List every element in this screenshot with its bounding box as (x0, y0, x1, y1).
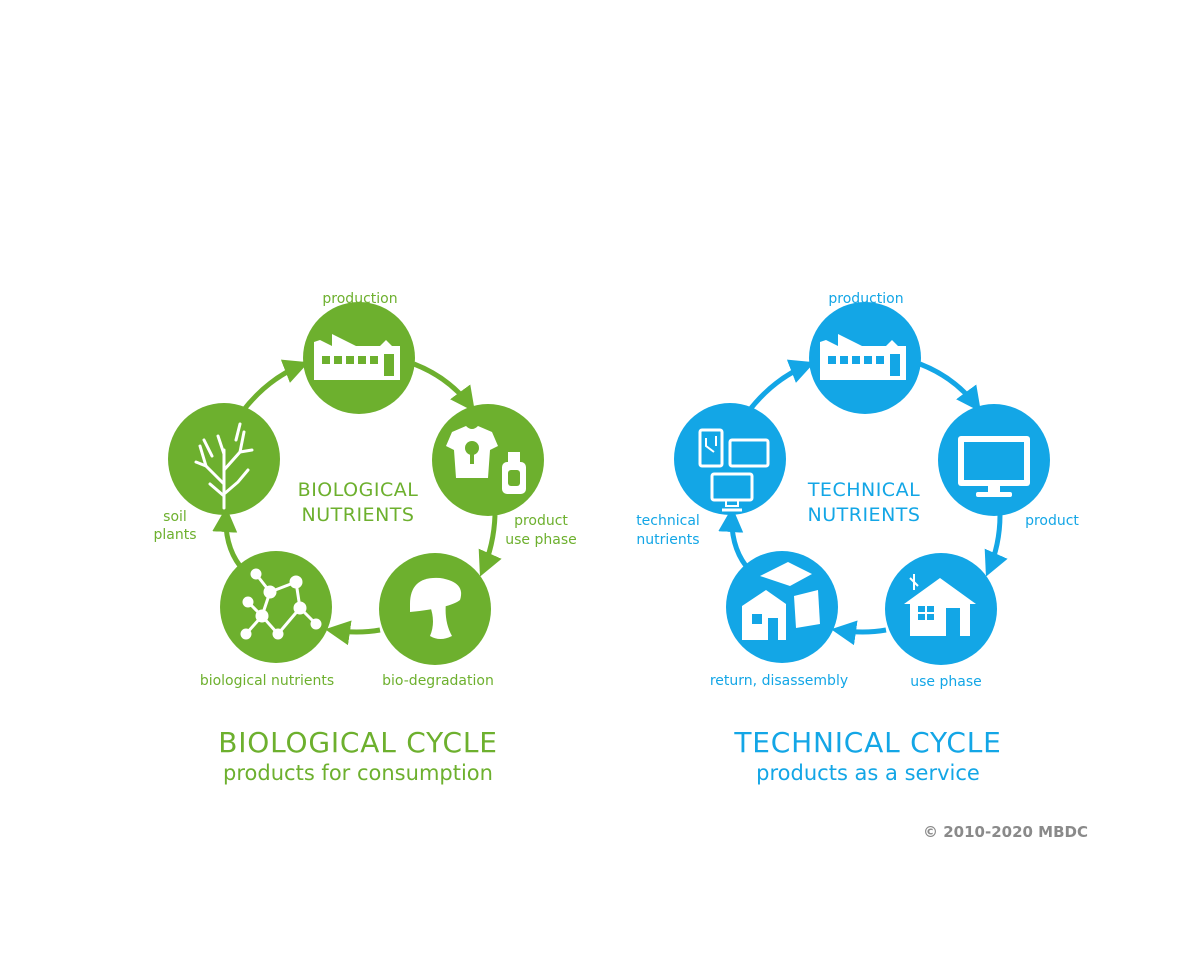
tech-label-product: product (1025, 513, 1079, 529)
bio-label-nutrients: biological nutrients (200, 673, 334, 689)
bio-arrow-nutrients-to-soil (212, 507, 243, 568)
technical-cycle: TECHNICAL NUTRIENTS production product u… (636, 291, 1079, 690)
bio-label-product-line1: product (514, 513, 568, 529)
molecule-icon (240, 568, 322, 640)
tech-label-technutrients-line1: technical (636, 513, 700, 529)
bio-arrow-production-to-product (413, 361, 475, 413)
tech-arrow-production-to-product (919, 361, 981, 413)
bio-label-production: production (322, 291, 397, 307)
tech-subtitle: products as a service (756, 761, 980, 785)
bio-center-line2: NUTRIENTS (302, 504, 415, 526)
house-icon (904, 574, 976, 636)
tech-label-return: return, disassembly (710, 673, 848, 689)
bio-arrow-soil-to-production (240, 359, 309, 414)
tech-center-line2: NUTRIENTS (808, 504, 921, 526)
tech-label-usephase: use phase (910, 674, 981, 690)
tech-arrow-return-to-technutrients (718, 507, 749, 568)
electronics-icon (698, 428, 770, 512)
tree-icon (194, 422, 254, 510)
biological-cycle: BIOLOGICAL NUTRIENTS production product … (153, 291, 576, 689)
tech-label-production: production (828, 291, 903, 307)
bio-label-product-line2: use phase (505, 532, 576, 548)
bio-label-soil-line1: soil (163, 509, 187, 525)
bio-center-line1: BIOLOGICAL (298, 479, 419, 501)
bio-node-nutrients (220, 551, 332, 663)
tech-title: TECHNICAL CYCLE (734, 726, 1002, 759)
copyright-notice: © 2010-2020 MBDC (923, 823, 1088, 841)
tech-arrow-usephase-to-return (831, 620, 887, 646)
tech-arrow-technutrients-to-production (746, 359, 815, 414)
bio-arrow-degradation-to-nutrients (325, 620, 381, 646)
tech-label-technutrients-line2: nutrients (636, 532, 699, 548)
bio-label-soil-line2: plants (153, 527, 196, 543)
tshirt-bottle-icon (446, 426, 526, 494)
disassembled-house-icon (742, 562, 820, 640)
factory-icon (820, 334, 906, 380)
bio-arrow-product-to-degradation (478, 514, 502, 577)
bio-label-biodegradation: bio-degradation (382, 673, 494, 689)
bio-subtitle: products for consumption (223, 761, 493, 785)
tech-center-line1: TECHNICAL (807, 479, 920, 501)
monitor-icon (958, 436, 1030, 497)
factory-icon (314, 334, 400, 380)
bio-title: BIOLOGICAL CYCLE (218, 726, 498, 759)
tech-arrow-product-to-usephase (984, 514, 1008, 577)
mushroom-icon (410, 577, 462, 639)
